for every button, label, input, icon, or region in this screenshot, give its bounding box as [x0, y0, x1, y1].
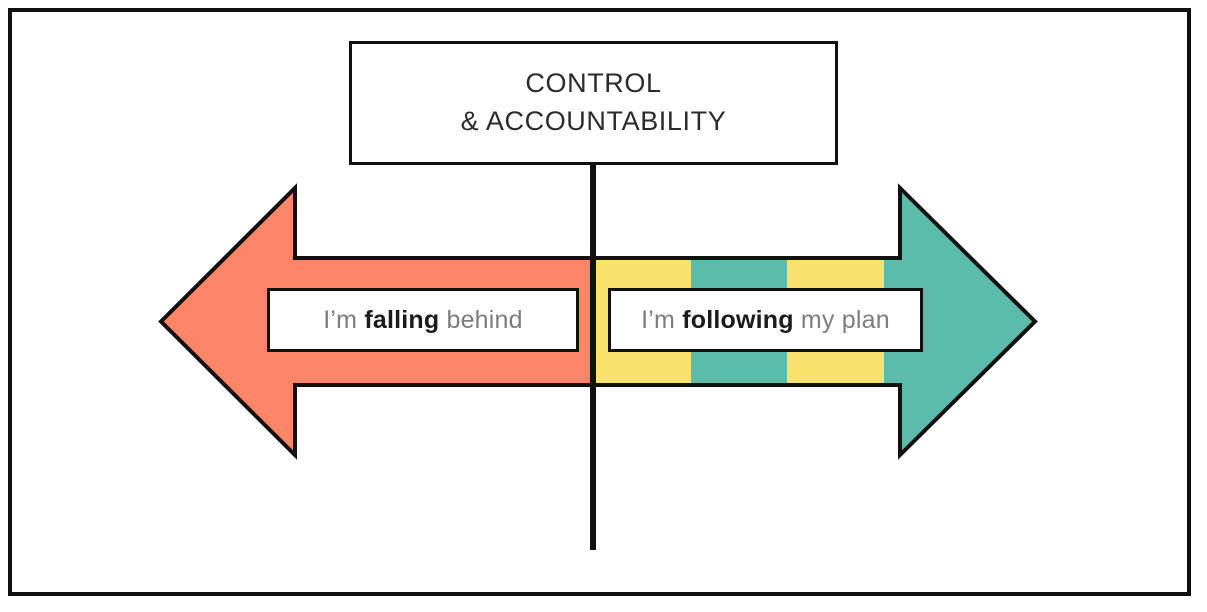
page-border	[8, 8, 1191, 596]
right-label-box: I’m following my plan	[608, 288, 923, 352]
right-label-suffix: my plan	[793, 305, 890, 334]
right-arrow-outline	[591, 183, 1038, 460]
control-accountability-title-box: CONTROL & ACCOUNTABILITY	[349, 41, 838, 165]
left-label-suffix: behind	[439, 305, 523, 334]
right-label-text: I’m following my plan	[641, 306, 890, 335]
left-label-text: I’m falling behind	[323, 306, 523, 335]
left-label-emphasis: falling	[364, 305, 440, 334]
left-label-box: I’m falling behind	[267, 288, 579, 352]
center-divider-line	[590, 163, 596, 550]
right-label-emphasis: following	[682, 305, 794, 334]
left-label-prefix: I’m	[323, 305, 365, 334]
right-label-prefix: I’m	[641, 305, 683, 334]
title-line-1: CONTROL	[525, 68, 662, 99]
title-line-2: & ACCOUNTABILITY	[460, 106, 727, 136]
